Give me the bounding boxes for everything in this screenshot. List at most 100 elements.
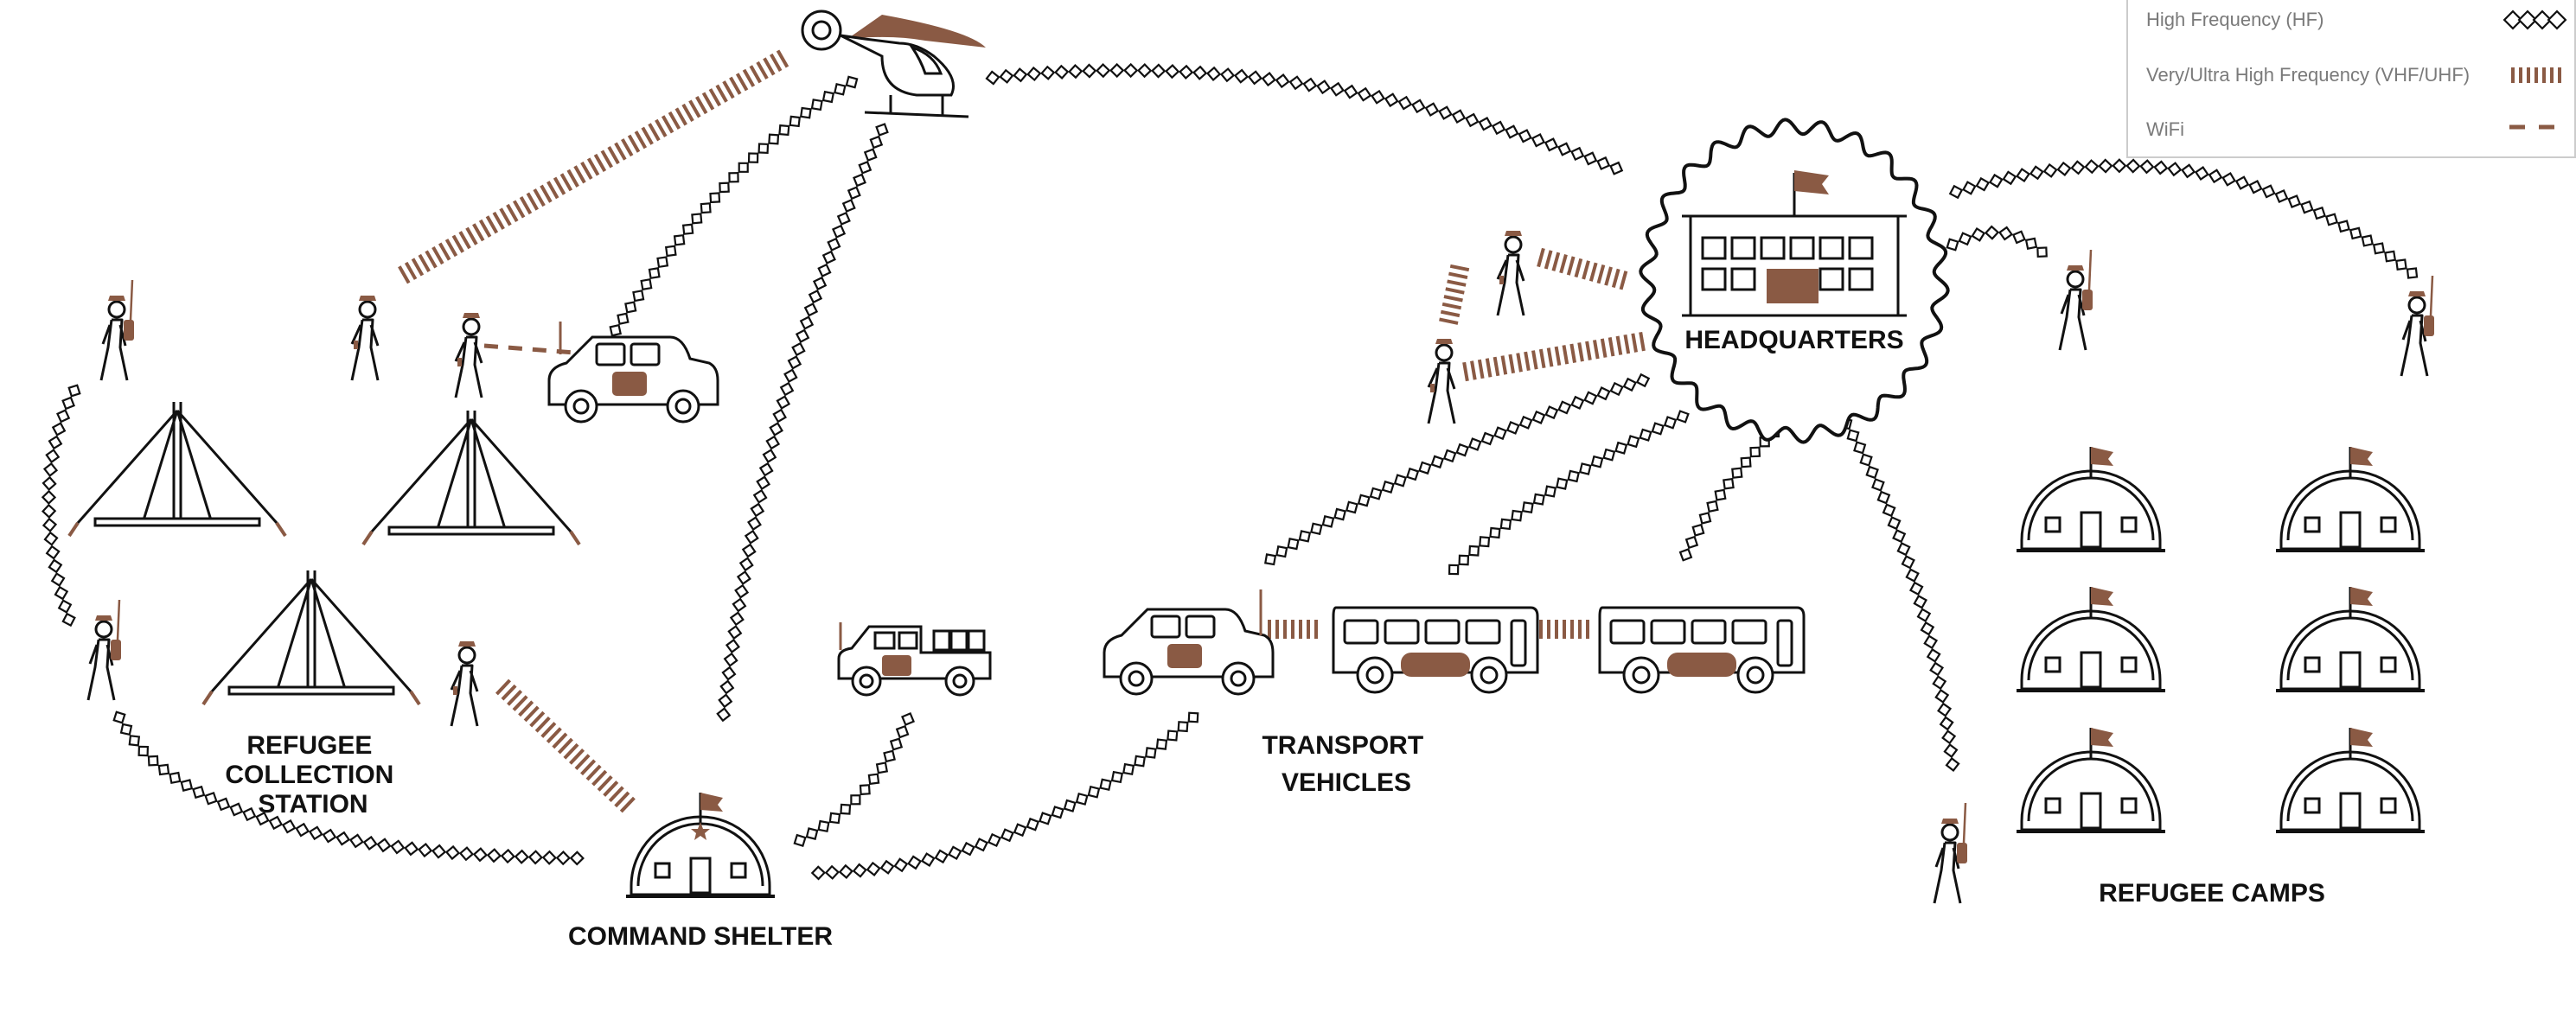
- hf-link-mark: [1544, 485, 1557, 498]
- hf-link-mark: [48, 435, 63, 450]
- hf-link: [1946, 225, 2048, 258]
- vhf-link-mark: [1639, 331, 1646, 352]
- hf-link-mark: [1723, 477, 1735, 490]
- hf-link-mark: [750, 502, 765, 518]
- hf-link-mark: [1684, 535, 1699, 550]
- vhf-link-mark: [695, 95, 708, 115]
- hf-link-mark: [1082, 63, 1097, 79]
- hf-link-mark: [1892, 529, 1907, 544]
- hf-link: [985, 62, 1624, 175]
- hf-link-mark: [799, 315, 815, 330]
- hf-link-mark: [867, 773, 880, 786]
- hf-link-mark: [1609, 381, 1624, 397]
- hf-link-mark: [1946, 238, 1959, 252]
- hf-link-mark: [947, 845, 962, 861]
- vhf-link: [398, 49, 789, 284]
- hf-link-mark: [920, 852, 936, 867]
- vhf-link-mark: [574, 754, 591, 770]
- links-layer: [41, 49, 2419, 881]
- person-radio-icon: [2058, 248, 2094, 352]
- hf-link-mark: [869, 135, 884, 150]
- vhf-link-mark: [580, 759, 597, 776]
- hf-link-mark: [1039, 812, 1052, 825]
- hf-link-mark: [1026, 817, 1040, 831]
- hf-link-mark: [2361, 234, 2374, 247]
- refugee-hut-icon: [2015, 445, 2167, 552]
- hf-link-mark: [1532, 493, 1545, 506]
- hf-link-mark: [1676, 410, 1690, 424]
- hf-link-mark: [1455, 443, 1469, 457]
- hf-link-mark: [500, 848, 515, 864]
- hf-link-mark: [2098, 158, 2113, 174]
- hf-link-mark: [1505, 124, 1519, 139]
- vhf-link-mark: [722, 80, 735, 99]
- hf-link-mark: [729, 611, 745, 627]
- vhf-link-mark: [418, 253, 431, 273]
- hf-link-mark: [1393, 474, 1408, 487]
- hf-link-mark: [1531, 133, 1546, 148]
- hf-link-mark: [791, 341, 806, 357]
- hf-link-mark: [56, 409, 71, 424]
- hf-link-mark: [875, 123, 889, 137]
- hf-link-mark: [1505, 420, 1520, 435]
- hf-link-mark: [1749, 446, 1761, 458]
- hf-link-mark: [1287, 538, 1300, 551]
- hf-link: [1678, 426, 1780, 562]
- vhf-link-mark: [1562, 345, 1569, 365]
- vhf-link-mark: [540, 184, 553, 203]
- hf-link-mark: [1596, 156, 1611, 171]
- vhf-link-mark: [526, 192, 539, 211]
- vhf-link: [1439, 264, 1470, 325]
- hf-link-mark: [336, 831, 351, 846]
- hf-link-mark: [1405, 467, 1420, 481]
- hf-link: [793, 712, 915, 848]
- hf-link-mark: [2036, 246, 2048, 258]
- hf-link-mark: [673, 233, 686, 246]
- hf-link: [41, 384, 81, 628]
- vhf-link-mark: [1477, 359, 1485, 379]
- hf-link-mark: [541, 850, 557, 865]
- command-shelter-icon: [624, 791, 777, 898]
- vhf-link-mark: [1554, 346, 1562, 366]
- vhf-link-mark: [1582, 260, 1590, 280]
- hf-link-mark: [840, 803, 852, 815]
- legend-label-hf: High Frequency (HF): [2146, 9, 2324, 30]
- hf-link-mark: [527, 850, 543, 865]
- hf-link-mark: [741, 543, 757, 558]
- legend-hf-swatch: [2532, 10, 2553, 30]
- vhf-link-mark: [1615, 335, 1623, 355]
- hf-link-mark: [624, 301, 637, 314]
- hf-link-mark: [752, 488, 768, 504]
- hf-link-mark: [1321, 514, 1335, 528]
- vhf-link-mark: [586, 157, 600, 176]
- hf-link-mark: [1000, 828, 1014, 843]
- hf-link-mark: [2112, 158, 2127, 174]
- hf-link-mark: [2384, 250, 2397, 263]
- hf-link-mark: [664, 245, 677, 258]
- vhf-link-mark: [742, 68, 756, 87]
- hf-link-mark: [847, 186, 861, 201]
- vhf-link-mark: [1596, 264, 1606, 284]
- hf-link-mark: [1410, 99, 1426, 114]
- hf-link: [716, 123, 889, 723]
- car-icon: [547, 335, 719, 424]
- hf-link-mark: [756, 475, 771, 491]
- hf-link-mark: [1971, 227, 1986, 242]
- hf-link-mark: [1882, 503, 1896, 518]
- vhf-link-mark: [411, 258, 425, 277]
- hf-link-mark: [1920, 621, 1935, 636]
- vhf-link-mark: [451, 234, 465, 253]
- hf-link-mark: [1343, 84, 1358, 99]
- hf-link-mark: [1570, 146, 1585, 162]
- vhf-link-mark: [512, 200, 526, 219]
- hf-link-mark: [1926, 647, 1941, 663]
- hf-link-mark: [1859, 453, 1873, 467]
- vhf-link-mark: [1462, 361, 1469, 382]
- hf-link-mark: [617, 312, 630, 325]
- hf-link-mark: [1939, 716, 1954, 731]
- hf-link-mark: [137, 745, 150, 757]
- vhf-link-mark: [729, 76, 742, 95]
- hf-link-mark: [1567, 469, 1580, 483]
- hf-link-mark: [1465, 112, 1480, 128]
